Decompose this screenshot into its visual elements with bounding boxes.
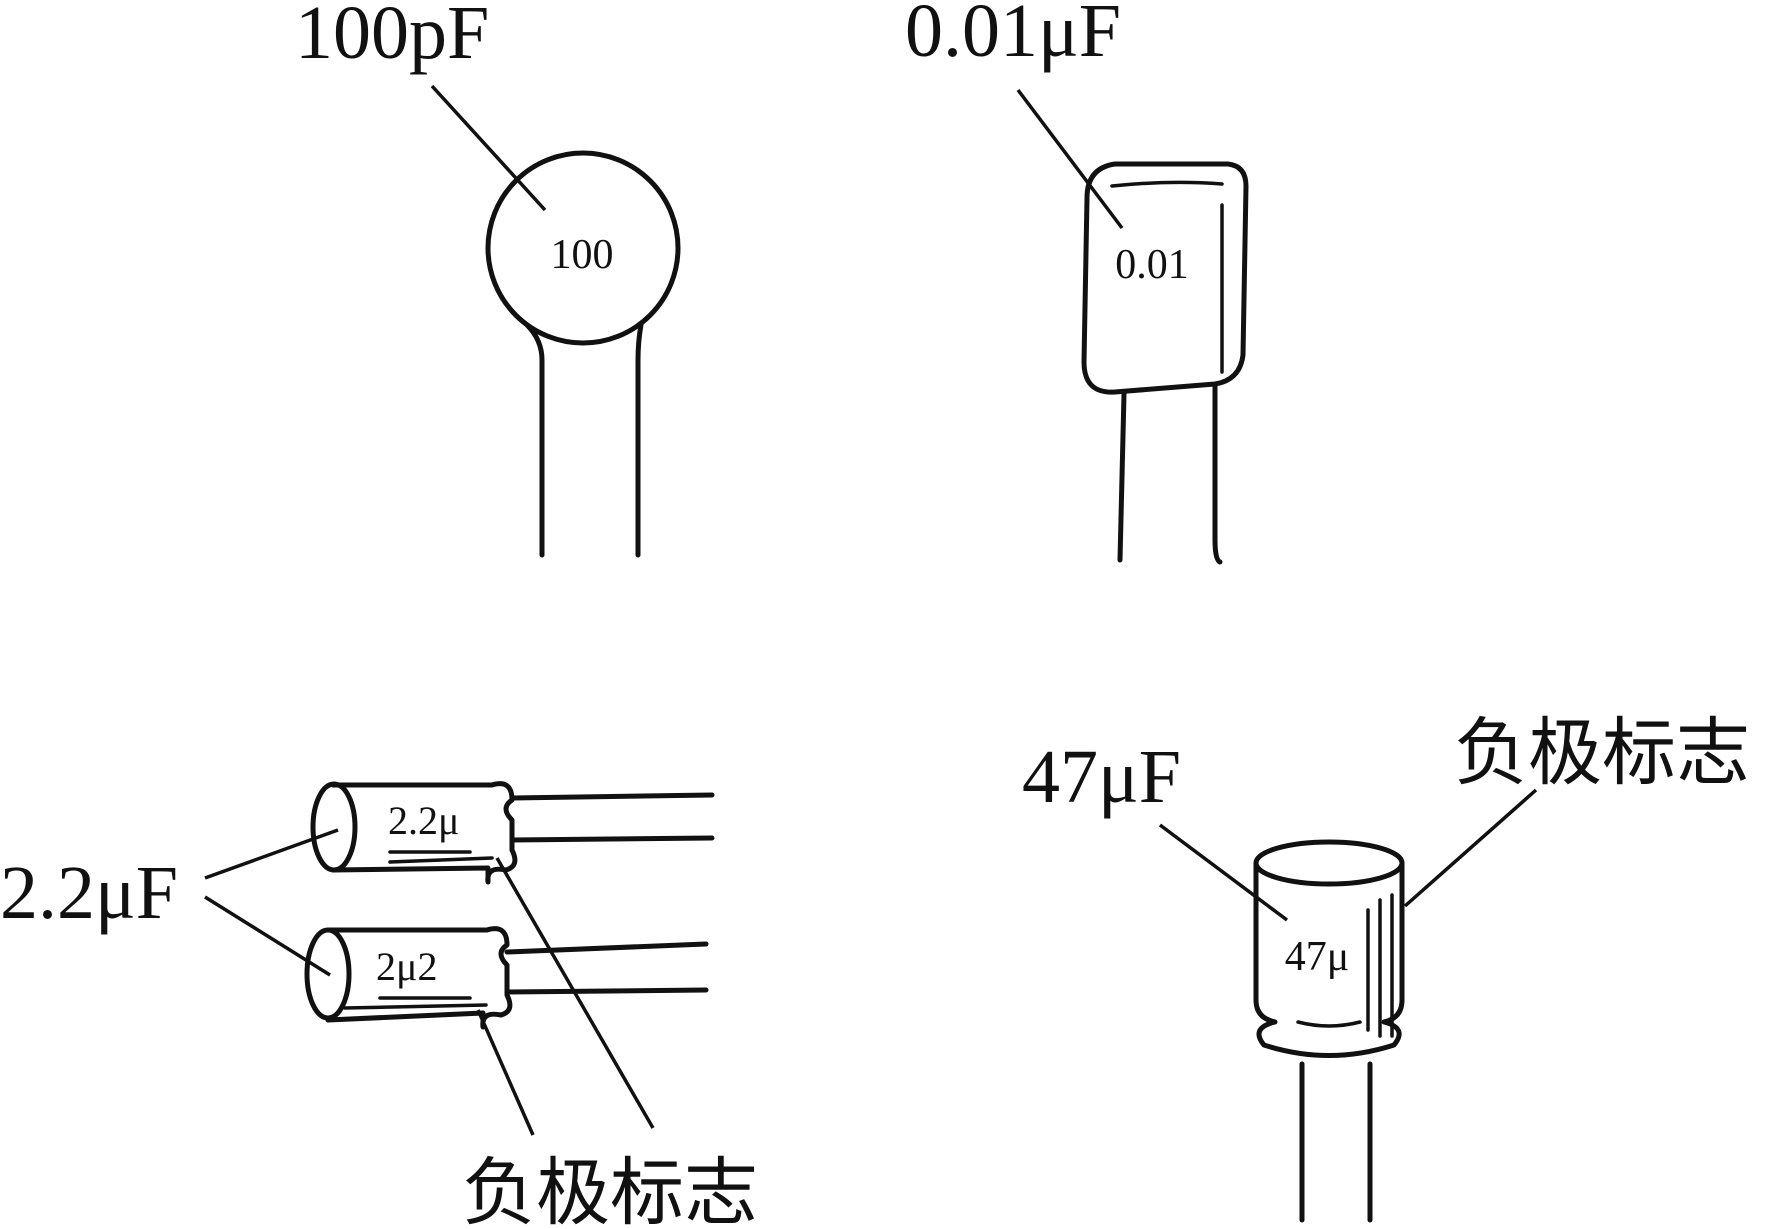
radial-crimp xyxy=(1296,1020,1362,1028)
radial-value-label: 47μF xyxy=(1022,735,1181,819)
axial-negative-mark-label: 负极标志 xyxy=(462,1150,758,1229)
axial-bottom-end-cap xyxy=(304,927,352,1021)
axial-bottom-stripe xyxy=(343,1003,488,1010)
radial-top-cap xyxy=(1253,839,1405,887)
ceramic-lead-left xyxy=(524,322,545,558)
axial-top-lead-lower xyxy=(509,835,715,843)
axial-bottom-body xyxy=(325,926,513,1030)
ceramic-disc-body xyxy=(485,150,681,346)
ceramic-marking: 100 xyxy=(551,232,614,278)
axial-value-label: 2.2μF xyxy=(0,851,178,935)
axial-leader-top xyxy=(204,828,339,880)
axial-top-lead-upper xyxy=(509,792,715,801)
radial-negative-mark-label: 负极标志 xyxy=(1454,710,1750,796)
film-lead-left xyxy=(1117,391,1127,563)
axial-negative-leader-top xyxy=(495,857,655,1129)
radial-marking: 47μ xyxy=(1285,934,1350,980)
ceramic-value-label: 100pF xyxy=(295,0,489,75)
ceramic-lead-right xyxy=(635,322,644,558)
axial-top-stripe xyxy=(388,856,494,864)
axial-bottom-lead-lower xyxy=(504,987,709,995)
film-marking: 0.01 xyxy=(1115,242,1189,288)
axial-bottom-marking: 2μ2 xyxy=(376,944,437,989)
axial-top-marking: 2.2μ xyxy=(388,798,459,843)
film-value-label: 0.01μF xyxy=(905,0,1121,73)
radial-leader-value xyxy=(1158,823,1289,922)
film-leader-line xyxy=(1016,88,1124,230)
film-capacitor: 0.01 0.01μF xyxy=(905,0,1249,565)
ceramic-leader-line xyxy=(430,84,547,212)
radial-capacitor: 47μ 47μF 负极标志 xyxy=(1022,710,1750,1223)
radial-body xyxy=(1253,860,1405,1058)
axial-negative-leader-bottom xyxy=(476,1009,535,1136)
axial-capacitor-top: 2.2μ xyxy=(310,781,715,885)
axial-capacitor-bottom: 2μ2 xyxy=(304,926,709,1030)
axial-bottom-lead-upper xyxy=(504,941,709,955)
axial-leader-bottom xyxy=(204,895,331,977)
ceramic-capacitor: 100 100pF xyxy=(295,0,681,558)
axial-annotations: 2.2μF 负极标志 xyxy=(0,828,758,1229)
film-lead-right xyxy=(1212,383,1223,565)
radial-negative-leader xyxy=(1403,788,1538,908)
axial-top-end-cap xyxy=(310,781,358,873)
axial-top-body xyxy=(330,781,518,885)
film-body xyxy=(1081,161,1249,395)
film-top-edge xyxy=(1110,180,1224,188)
